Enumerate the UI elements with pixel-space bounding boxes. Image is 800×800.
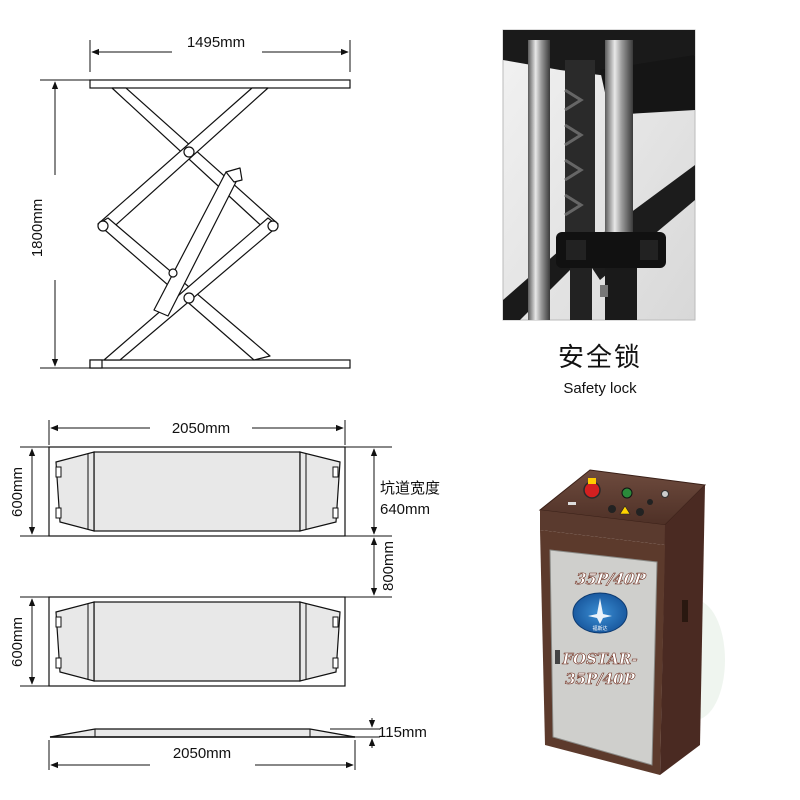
safety-lock-caption-cn: 安全锁 xyxy=(557,343,642,373)
safety-lock-photo xyxy=(502,29,696,321)
pit-length-label: 2050mm xyxy=(172,420,230,437)
gap-label: 800mm xyxy=(380,541,397,591)
side-length-label: 2050mm xyxy=(173,745,231,762)
scissor-width-label: 1495mm xyxy=(187,34,245,51)
scissor-height-label: 1800mm xyxy=(29,199,46,257)
side-profile-view: 2050mm 115mm xyxy=(48,718,427,770)
side-height-label: 115mm xyxy=(378,724,427,741)
control-box-brand-line1: FOSTAR- xyxy=(561,650,637,668)
platform-width-label-1: 600mm xyxy=(9,467,26,517)
pit-width-label: 640mm xyxy=(380,501,430,518)
control-box-photo: 35P/40P 福斯达 FOSTAR- 35P/40P xyxy=(515,465,730,785)
control-box-model-label: 35P/40P xyxy=(574,570,647,588)
control-box-brand-line2: 35P/40P xyxy=(565,670,636,688)
brand-logo-text: 福斯达 xyxy=(592,625,607,632)
pit-width-label-cn: 坑道宽度 xyxy=(380,479,440,497)
scissor-elevation: 1495mm 1800mm xyxy=(29,34,351,369)
safety-lock-caption-en: Safety lock xyxy=(563,380,637,397)
pit-plan-view: 2050mm 600mm 600mm xyxy=(9,420,440,687)
platform-width-label-2: 600mm xyxy=(9,617,26,667)
